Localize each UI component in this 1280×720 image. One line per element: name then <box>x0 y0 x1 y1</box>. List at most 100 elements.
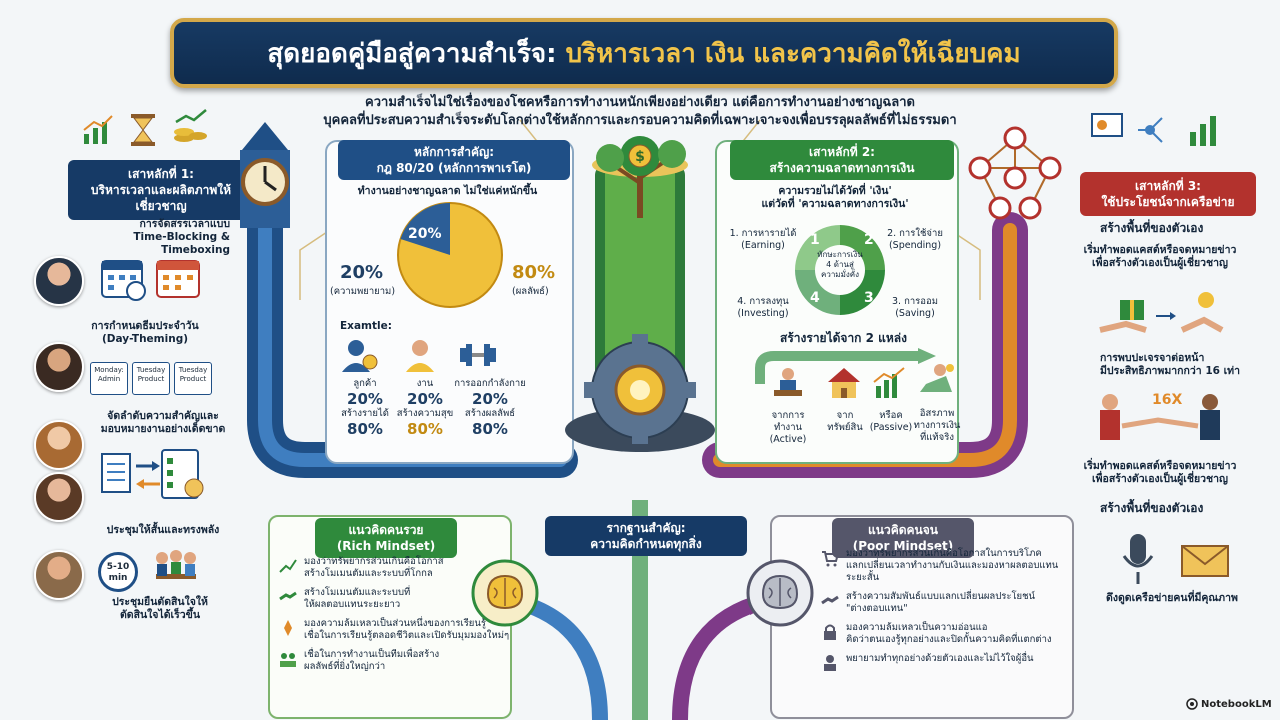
rich-item-2: สร้างโมเมนตัมและระบบที่ ให้ผลตอบแทนระยะย… <box>278 587 528 611</box>
subtitle-line-2: บุคคลที่ประสบความสำเร็จระดับโลกต่างใช้หล… <box>323 113 957 128</box>
page-subtitle: ความสำเร็จไม่ใช่เรื่องของโชคหรือการทำงาน… <box>300 94 980 130</box>
day-theming-label: การกำหนดธีมประจำวัน (Day-Theming) <box>91 320 199 345</box>
poor-item-2: สร้างความสัมพันธ์แบบแลกเปลี่ยนผลประโยชน์… <box>820 591 1070 615</box>
money-tree-icon: $ <box>596 136 686 218</box>
pillar-3-tag: เสาหลักที่ 3: ใช้ประโยชน์จากเครือข่าย <box>1080 172 1256 216</box>
pareto-tag: หลักการสำคัญ: กฎ 80/20 (หลักการพาเรโต) <box>338 140 570 180</box>
pillar-1-tag: เสาหลักที่ 1: บริหารเวลาและผลิตภาพให้เชี… <box>68 160 254 220</box>
rich-mindset-tag: แนวคิดคนรวย (Rich Mindset) <box>315 518 457 558</box>
svg-text:$: $ <box>635 149 645 165</box>
pareto-caption: ทำงานอย่างชาญฉลาด ไม่ใช่แค่หนักขึ้น <box>357 185 538 197</box>
pillar3-item-3: การพบปะเจรจาต่อหน้า มีประสิทธิภาพมากกว่า… <box>1100 352 1240 377</box>
avatar-4 <box>34 472 84 522</box>
poor-list: มองว่าทรัพยากรส่วนเกินคือโอกาสในการบริโภ… <box>820 548 1070 680</box>
rich-item-3: มองความล้มเหลวเป็นส่วนหนึ่งของการเรียนรู… <box>278 618 528 642</box>
phoenix-icon <box>284 620 292 636</box>
subtitle-line-1: ความสำเร็จไม่ใช่เรื่องของโชคหรือการทำงาน… <box>365 95 915 110</box>
standing-meeting-label: ประชุมยืนตัดสินใจให้ ตัดสินใจได้เร็วขึ้น <box>112 596 208 621</box>
poor-mindset-box <box>770 515 1074 719</box>
day-card-tuesday-2: Tuesday Product <box>174 362 212 395</box>
income-arrow <box>755 348 936 384</box>
income-active: จากการทำงาน (Active) <box>769 410 807 445</box>
example-c: 80% <box>407 420 443 438</box>
network-top-icons <box>1091 113 1216 146</box>
result-label: (ผลลัพธ์) <box>512 286 549 297</box>
gift-handshake-icon <box>1099 292 1224 333</box>
growth-icon <box>279 559 297 573</box>
rich-item-1: มองว่าทรัพยากรส่วนเกินคือโอกาส สร้างโมเม… <box>278 556 528 580</box>
cycle-spending: 2. การใช้จ่าย (Spending) <box>887 228 943 251</box>
multiplier-badge: 16X <box>1152 392 1183 408</box>
short-meeting-label: ประชุมให้สั้นและทรงพลัง <box>106 524 220 536</box>
example-name: ลูกค้า <box>353 378 377 389</box>
example-name: งาน <box>416 378 434 389</box>
poor-item-3: มองความล้มเหลวเป็นความอ่อนแอ คิดว่าตนเอง… <box>820 622 1070 646</box>
cycle-num-4: 4 <box>810 290 820 306</box>
handshake-icon <box>279 591 297 601</box>
finance-cycle <box>795 225 885 315</box>
poor-item-text: มองความล้มเหลวเป็นความอ่อนแอ คิดว่าตนเอง… <box>846 622 1052 645</box>
example-c: 80% <box>472 420 508 438</box>
team-icon <box>280 653 296 667</box>
brand-name: NotebookLM <box>1201 698 1272 710</box>
rich-item-text: มองความล้มเหลวเป็นส่วนหนึ่งของการเรียนรู… <box>304 618 510 641</box>
avatar-5 <box>34 550 84 600</box>
poor-item-text: พยายามทำทุกอย่างด้วยตัวเองและไม่ไว้ใจผู้… <box>846 653 1034 664</box>
income-title: สร้างรายได้จาก 2 แหล่ง <box>780 331 908 345</box>
dumbbell-icon <box>460 344 496 366</box>
cycle-investing: 4. การลงทุน (Investing) <box>737 296 789 319</box>
calendar-icon <box>101 260 146 301</box>
house-icon <box>828 368 860 398</box>
calendar-grid-icon <box>156 260 200 298</box>
rich-item-4: เชื่อในการทำงานเป็นทีมเพื่อสร้าง ผลลัพธ์… <box>278 649 528 673</box>
cycle-num-2: 2 <box>864 232 874 248</box>
clock-tower-icon <box>240 122 290 228</box>
example-a: 20% <box>407 390 443 408</box>
effort-percent: 20% <box>340 262 384 283</box>
day-card-tuesday-1: Tuesday Product <box>132 362 170 395</box>
day-cards: Monday: Admin Tuesday Product Tuesday Pr… <box>90 362 212 395</box>
cycle-num-3: 3 <box>864 290 874 306</box>
income-passive: หรือค (Passive) <box>869 410 913 433</box>
meeting-icon <box>1100 394 1220 440</box>
example-exercise: การออกกำลังกาย 20% สร้างผลลัพธ์ 80% <box>450 378 530 438</box>
coin-stack-icon <box>174 109 207 142</box>
rich-brain-icon <box>471 559 539 627</box>
prioritize-label: จัดลำดับความสำคัญและ มอบหมายงานอย่างเด็ด… <box>100 410 226 435</box>
pie-label-20: 20% <box>408 226 442 242</box>
microphone-icon <box>1122 534 1154 584</box>
example-c: 80% <box>347 420 383 438</box>
avatar-3 <box>34 420 84 470</box>
pillar3-item-4: เริ่มทำพอดแคสต์หรือจดหมายข่าว เพื่อสร้าง… <box>1083 460 1237 485</box>
rich-item-text: เชื่อในการทำงานเป็นทีมเพื่อสร้าง ผลลัพธ์… <box>304 649 440 672</box>
page-title: สุดยอดคู่มือสู่ความสำเร็จ: บริหารเวลา เง… <box>267 38 1021 69</box>
work-icon <box>406 340 434 372</box>
example-b: สร้างรายได้ <box>341 408 389 419</box>
example-b: สร้างผลลัพธ์ <box>464 408 516 419</box>
pillar3-item-2: เริ่มทำพอดแคสต์หรือจดหมายข่าว เพื่อสร้าง… <box>1083 244 1237 269</box>
example-a: 20% <box>347 390 383 408</box>
income-assets: จาก ทรัพย์สิน <box>827 410 863 433</box>
checklist-icon <box>101 449 204 499</box>
poor-item-4: พยายามทำทุกอย่างด้วยตัวเองและไม่ไว้ใจผู้… <box>820 653 1070 673</box>
pillar3-item-6: ดึงดูดเครือข่ายคนที่มีคุณภาพ <box>1106 592 1238 604</box>
rich-list: มองว่าทรัพยากรส่วนเกินคือโอกาส สร้างโมเม… <box>278 556 528 680</box>
brand-logo: NotebookLM <box>1186 698 1272 710</box>
poor-item-text: สร้างความสัมพันธ์แบบแลกเปลี่ยนผลประโยชน์… <box>846 591 1036 614</box>
rich-item-text: สร้างโมเมนตัมและระบบที่ ให้ผลตอบแทนระยะย… <box>304 587 411 610</box>
example-work: งาน 20% สร้างความสุข 80% <box>390 378 460 438</box>
envelope-icon <box>1181 545 1229 577</box>
cycle-saving: 3. การออม (Saving) <box>892 296 938 319</box>
example-customer: ลูกค้า 20% สร้างรายได้ 80% <box>330 378 400 438</box>
effort-label: (ความพยายาม) <box>330 286 396 297</box>
example-b: สร้างความสุข <box>396 408 454 419</box>
cycle-center: ทักษะการเงิน 4 ด้านสู่ ความมั่งคั่ง <box>817 250 863 279</box>
poor-item-text: มองว่าทรัพยากรส่วนเกินคือโอกาสในการบริโภ… <box>846 548 1059 583</box>
pillar3-item-1: สร้างพื้นที่ของตัวเอง <box>1100 221 1204 235</box>
cycle-num-1: 1 <box>810 232 820 248</box>
result-percent: 80% <box>512 262 556 283</box>
example-name: การออกกำลังกาย <box>454 378 526 389</box>
time-blocking-label: การจัดสรรเวลาแบบ Time-Blocking & Timebox… <box>133 218 230 256</box>
foundation-tag: รากฐานสำคัญ: ความคิดกำหนดทุกสิ่ง <box>545 516 747 556</box>
avatar-1 <box>34 256 84 306</box>
